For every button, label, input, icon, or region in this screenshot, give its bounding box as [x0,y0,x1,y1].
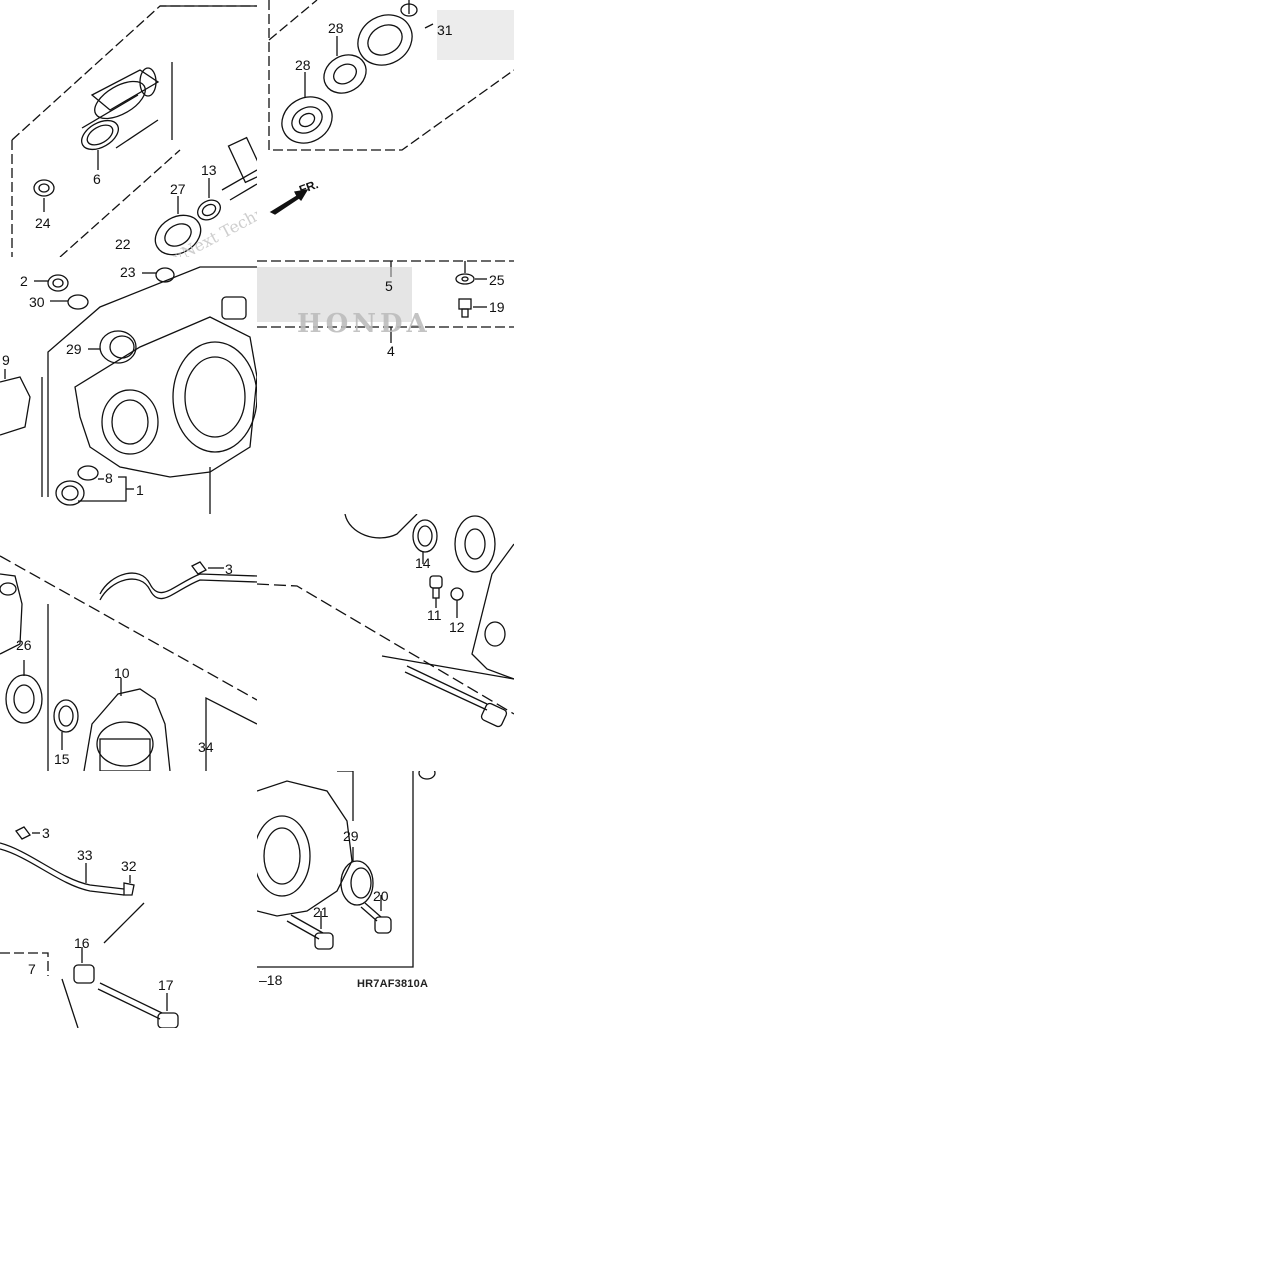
callout-8[interactable]: 8 [105,470,113,486]
diagram-tile-hub: 6 24 27 13 22 vNext Technologies [0,0,257,257]
callout-28-lower[interactable]: 28 [295,57,311,73]
callout-16[interactable]: 16 [74,935,90,951]
callout-13[interactable]: 13 [201,162,217,178]
side-cover-drawing [257,514,514,728]
callout-12[interactable]: 12 [449,619,465,635]
diagram-code: HR7AF3810A [357,978,429,990]
callout-23[interactable]: 23 [120,264,136,280]
brand-watermark: HONDA [297,309,431,339]
callout-18-label: 18 [266,972,283,988]
callout-33[interactable]: 33 [77,847,93,863]
callout-2[interactable]: 2 [20,273,28,289]
cover-bolts-drawing [257,260,514,343]
callout-5[interactable]: 5 [385,278,393,294]
callout-17[interactable]: 17 [158,977,174,993]
callout-4[interactable]: 4 [387,343,395,359]
diagram-tile-bearings: 28 28 31 FR. [257,0,514,257]
callout-10[interactable]: 10 [114,665,130,681]
callout-7[interactable]: 7 [28,961,36,977]
callout-20[interactable]: 20 [373,888,389,904]
callout-21[interactable]: 21 [313,904,329,920]
callout-31[interactable]: 31 [437,22,453,38]
callout-3-lower[interactable]: 3 [42,825,50,841]
callout-27[interactable]: 27 [170,181,186,197]
callout-14[interactable]: 14 [415,555,431,571]
case-drawing [0,266,257,514]
callout-25[interactable]: 25 [489,272,505,288]
callout-1[interactable]: 1 [136,482,144,498]
callout-29-lower[interactable]: 29 [343,828,359,844]
callout-26[interactable]: 26 [16,637,32,653]
diagram-tile-cover-bolts: 5 25 19 4 HONDA [257,257,514,514]
callout-18[interactable]: –18 [259,972,283,988]
callout-24[interactable]: 24 [35,215,51,231]
callout-30[interactable]: 30 [29,294,45,310]
callout-9[interactable]: 9 [2,352,10,368]
bearings-drawing [268,0,514,215]
diagram-tile-side-cover: 14 11 12 [257,514,514,771]
breather-drawing [0,826,179,1028]
housing-drawing [257,771,436,968]
callout-3-upper[interactable]: 3 [225,561,233,577]
diagram-tile-breather: 3 33 32 16 7 17 [0,771,257,1028]
ring-gear-drawing [0,555,257,771]
diagram-tile-housing: 29 20 21 –18 HR7AF3810A [257,771,514,1028]
callout-32[interactable]: 32 [121,858,137,874]
diagram-tile-ring-gear: 3 26 10 15 34 [0,514,257,771]
callout-11[interactable]: 11 [427,607,442,623]
callout-19[interactable]: 19 [489,299,505,315]
callout-29[interactable]: 29 [66,341,82,357]
callout-28-upper[interactable]: 28 [328,20,344,36]
diagram-tile-case: 2 23 30 29 9 8 1 [0,257,257,514]
callout-34[interactable]: 34 [198,739,214,755]
callout-22[interactable]: 22 [115,236,131,252]
callout-15[interactable]: 15 [54,751,70,767]
hub-drawing [11,5,257,257]
callout-6[interactable]: 6 [93,171,101,187]
